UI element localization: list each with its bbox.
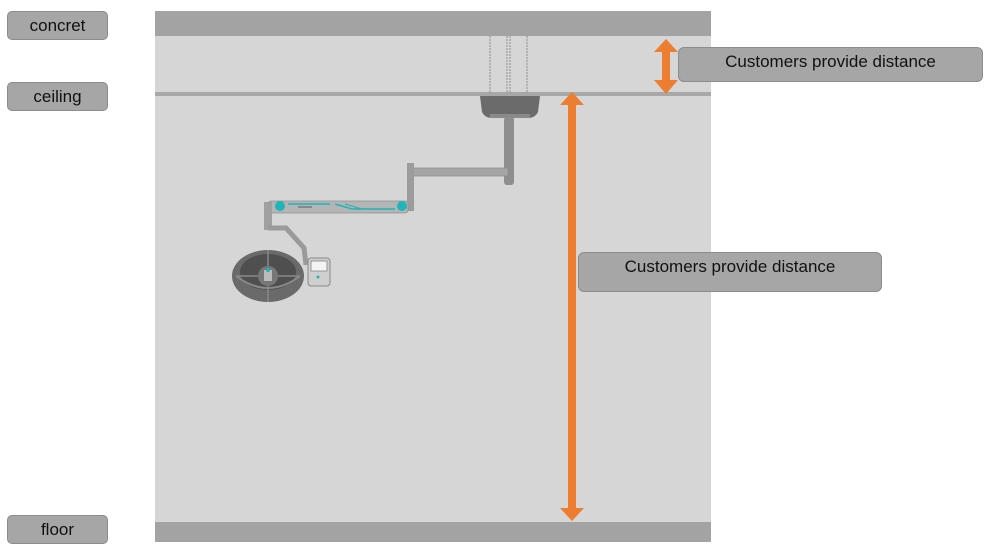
lower-distance-label: Customers provide distance (578, 252, 882, 292)
floor-label: floor (7, 515, 108, 544)
upper-distance-text: Customers provide distance (725, 52, 936, 71)
concrete-label-text: concret (29, 16, 86, 35)
lower-distance-arrow (560, 92, 584, 521)
lower-distance-text: Customers provide distance (624, 257, 836, 276)
suspension-rods (489, 36, 528, 94)
floor-label-text: floor (40, 520, 75, 539)
arm-joint-right (397, 201, 407, 211)
arm-joint-left (275, 201, 285, 211)
spring-arm (267, 200, 409, 214)
control-panel (307, 257, 331, 287)
yoke (264, 202, 309, 266)
upper-arm-joint (407, 163, 414, 211)
surgical-light-head (232, 250, 304, 302)
ceiling-label: ceiling (7, 82, 108, 111)
ceiling-mount (480, 96, 540, 118)
concrete-label: concret (7, 11, 108, 40)
ceiling-line (155, 92, 711, 96)
ceiling-label-text: ceiling (33, 87, 82, 106)
upper-distance-arrow (654, 39, 678, 94)
concrete-slab (155, 11, 711, 36)
upper-arm (411, 167, 509, 177)
upper-distance-label: Customers provide distance (678, 47, 983, 82)
floor-slab (155, 522, 711, 542)
